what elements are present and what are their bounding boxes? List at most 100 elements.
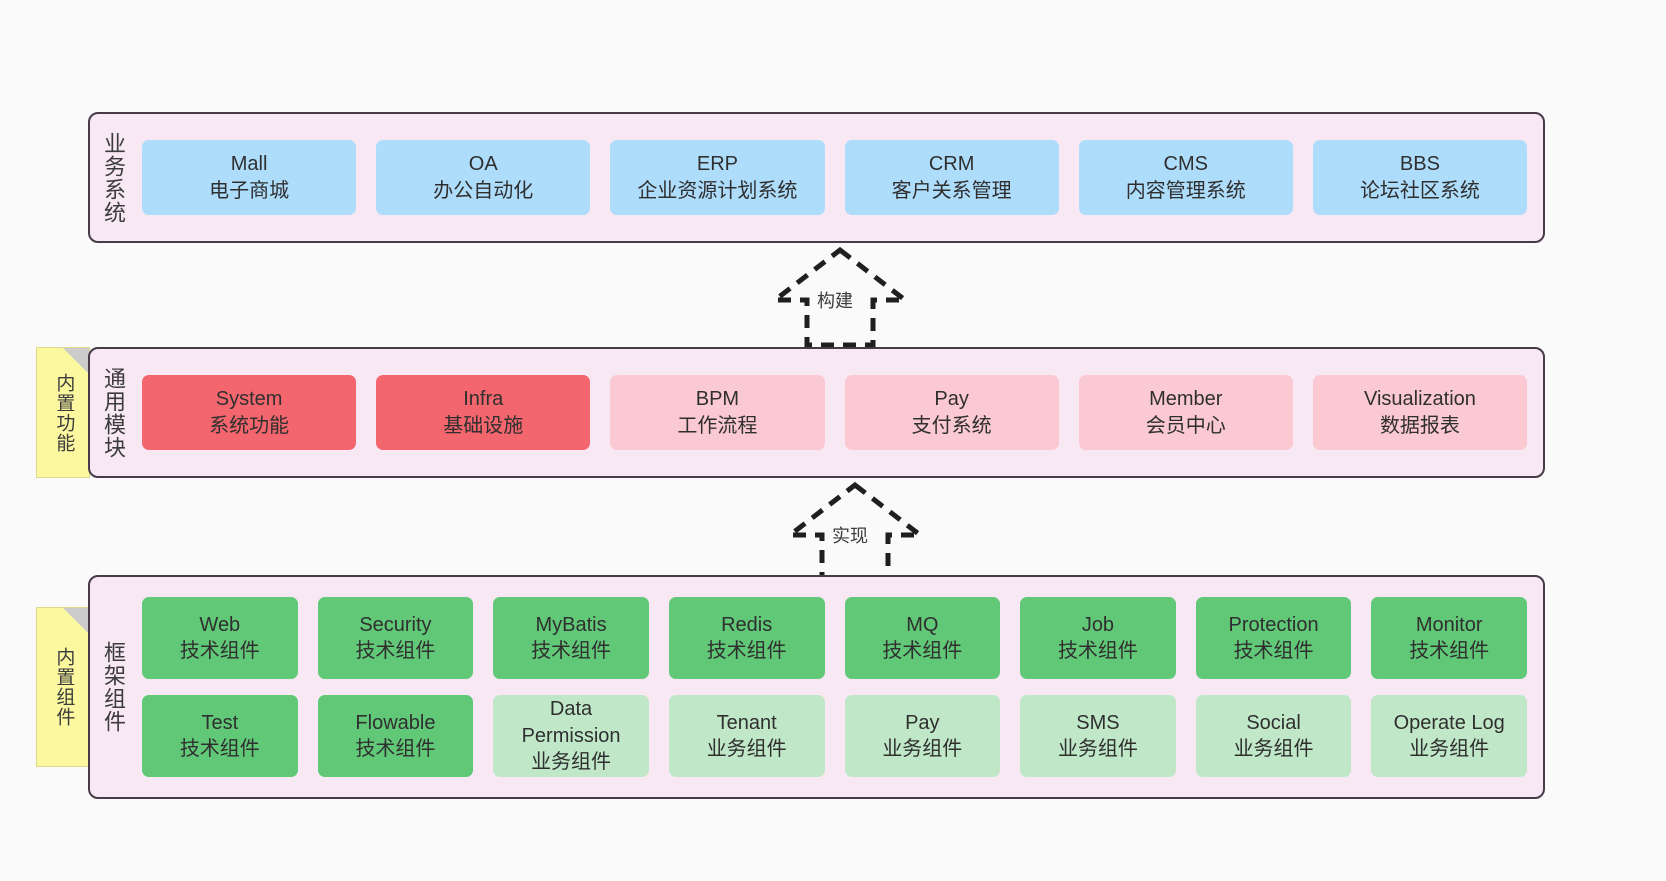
card-subtitle: 业务组件 — [882, 738, 963, 760]
card-sms[interactable]: SMS 业务组件 — [1020, 695, 1176, 777]
card-title: Monitor — [1415, 613, 1483, 636]
card-title: MyBatis — [535, 613, 607, 636]
card-mq[interactable]: MQ 技术组件 — [844, 597, 1001, 679]
card-subtitle: 业务组件 — [1233, 738, 1314, 760]
card-flowable[interactable]: Flowable 技术组件 — [317, 695, 474, 777]
card-subtitle: 技术组件 — [882, 640, 963, 662]
card-title: Flowable — [355, 711, 436, 734]
connector-implement: 实现 — [770, 480, 940, 585]
card-pay-module[interactable]: Pay 支付系统 — [844, 375, 1059, 450]
card-tenant[interactable]: Tenant 业务组件 — [668, 695, 825, 777]
card-row: Mall 电子商城 OA 办公自动化 ERP 企业资源计划系统 CRM 客户关系… — [142, 140, 1528, 215]
card-subtitle: 办公自动化 — [433, 179, 534, 202]
card-row: System 系统功能 Infra 基础设施 BPM 工作流程 Pay 支付系统… — [142, 375, 1528, 450]
card-cms[interactable]: CMS 内容管理系统 — [1078, 140, 1293, 215]
card-redis[interactable]: Redis 技术组件 — [668, 597, 825, 679]
card-subtitle: 系统功能 — [209, 414, 290, 437]
card-title: Security — [359, 613, 432, 636]
card-title: Tenant — [716, 711, 777, 734]
card-visualization[interactable]: Visualization 数据报表 — [1312, 375, 1528, 450]
generalization-arrow-icon — [767, 246, 913, 348]
card-bpm[interactable]: BPM 工作流程 — [610, 375, 825, 450]
card-security[interactable]: Security 技术组件 — [317, 597, 474, 679]
card-subtitle: 客户关系管理 — [891, 179, 1012, 202]
card-title: Data Permission — [521, 698, 621, 747]
card-subtitle: 内容管理系统 — [1125, 179, 1246, 202]
card-subtitle: 电子商城 — [209, 179, 290, 202]
card-subtitle: 技术组件 — [531, 640, 612, 662]
card-member[interactable]: Member 会员中心 — [1078, 375, 1293, 450]
card-system[interactable]: System 系统功能 — [142, 375, 357, 450]
card-title: Social — [1246, 711, 1301, 734]
card-subtitle: 技术组件 — [179, 640, 260, 662]
layer-title-business-system: 业务系统 — [100, 131, 126, 224]
card-subtitle: 业务组件 — [1409, 738, 1490, 760]
card-subtitle: 业务组件 — [706, 738, 787, 760]
card-crm[interactable]: CRM 客户关系管理 — [844, 140, 1059, 215]
card-title: Pay — [934, 388, 969, 411]
card-mybatis[interactable]: MyBatis 技术组件 — [493, 597, 649, 679]
card-subtitle: 技术组件 — [179, 738, 260, 760]
card-subtitle: 技术组件 — [706, 640, 787, 662]
card-title: Mall — [230, 153, 268, 176]
card-subtitle: 论坛社区系统 — [1359, 179, 1480, 202]
layer-body-framework-component: Web 技术组件 Security 技术组件 MyBatis 技术组件 Redi… — [136, 577, 1543, 797]
card-title: Visualization — [1363, 388, 1476, 411]
layer-framework-component: 框架组件 Web 技术组件 Security 技术组件 MyBatis 技术组件… — [88, 575, 1545, 799]
card-subtitle: 业务组件 — [531, 751, 612, 774]
card-subtitle: 会员中心 — [1145, 414, 1226, 437]
card-subtitle: 技术组件 — [355, 738, 436, 760]
sticky-note-builtin-features: 内置功能 — [36, 347, 90, 478]
card-subtitle: 工作流程 — [677, 414, 758, 437]
card-title: Protection — [1228, 613, 1319, 636]
card-operate-log[interactable]: Operate Log 业务组件 — [1371, 695, 1527, 777]
card-subtitle: 技术组件 — [1409, 640, 1490, 662]
card-subtitle: 支付系统 — [911, 414, 992, 437]
layer-body-common-module: System 系统功能 Infra 基础设施 BPM 工作流程 Pay 支付系统… — [136, 349, 1543, 476]
layer-title-common-module: 通用模块 — [100, 366, 126, 459]
card-title: CMS — [1163, 153, 1208, 176]
card-subtitle: 业务组件 — [1057, 738, 1138, 760]
connector-label: 实现 — [832, 526, 868, 546]
card-title: BPM — [695, 388, 740, 411]
card-subtitle: 技术组件 — [1057, 640, 1138, 662]
card-subtitle: 数据报表 — [1379, 414, 1460, 437]
card-title: Member — [1149, 388, 1223, 411]
card-title: OA — [468, 153, 498, 176]
card-title: Web — [199, 613, 241, 636]
card-subtitle: 企业资源计划系统 — [637, 179, 798, 202]
card-protection[interactable]: Protection 技术组件 — [1195, 597, 1352, 679]
card-subtitle: 技术组件 — [355, 640, 436, 662]
card-title: ERP — [696, 153, 738, 176]
card-subtitle: 基础设施 — [443, 414, 524, 437]
card-job[interactable]: Job 技术组件 — [1020, 597, 1176, 679]
card-title: Job — [1081, 613, 1115, 636]
card-title: BBS — [1399, 153, 1440, 176]
card-title: Test — [201, 711, 239, 734]
card-pay-component[interactable]: Pay 业务组件 — [844, 695, 1001, 777]
card-bbs[interactable]: BBS 论坛社区系统 — [1312, 140, 1528, 215]
layer-common-module: 通用模块 System 系统功能 Infra 基础设施 BPM 工作流程 Pay… — [88, 347, 1545, 478]
card-title: Redis — [721, 613, 773, 636]
card-oa[interactable]: OA 办公自动化 — [376, 140, 591, 215]
card-title: Operate Log — [1393, 711, 1505, 734]
connector-build: 构建 — [755, 245, 925, 350]
card-monitor[interactable]: Monitor 技术组件 — [1371, 597, 1527, 679]
card-mall[interactable]: Mall 电子商城 — [142, 140, 357, 215]
layer-business-system: 业务系统 Mall 电子商城 OA 办公自动化 ERP 企业资源计划系统 CRM… — [88, 112, 1545, 243]
card-subtitle: 技术组件 — [1233, 640, 1314, 662]
layer-body-business-system: Mall 电子商城 OA 办公自动化 ERP 企业资源计划系统 CRM 客户关系… — [136, 114, 1543, 241]
card-test[interactable]: Test 技术组件 — [142, 695, 298, 777]
connector-label: 构建 — [817, 291, 853, 311]
layer-title-framework-component: 框架组件 — [100, 641, 126, 733]
card-social[interactable]: Social 业务组件 — [1195, 695, 1352, 777]
card-title: System — [215, 388, 283, 411]
card-title: CRM — [928, 153, 975, 176]
card-title: Pay — [905, 711, 940, 734]
card-erp[interactable]: ERP 企业资源计划系统 — [610, 140, 825, 215]
card-data-permission[interactable]: Data Permission 业务组件 — [493, 695, 649, 777]
card-web[interactable]: Web 技术组件 — [142, 597, 298, 679]
sticky-note-builtin-components: 内置组件 — [36, 607, 90, 767]
card-infra[interactable]: Infra 基础设施 — [376, 375, 591, 450]
